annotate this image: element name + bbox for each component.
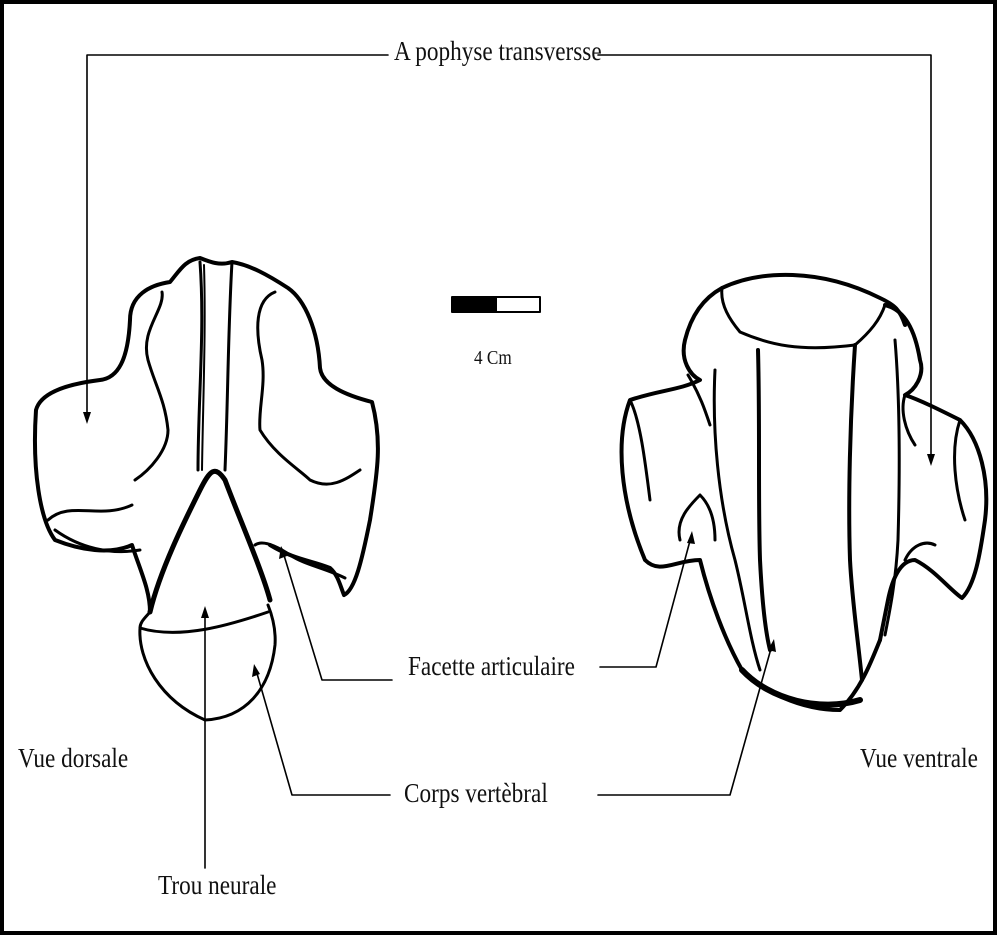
label-vue-ventrale: Vue ventrale bbox=[860, 745, 978, 772]
arrowheads bbox=[83, 412, 935, 677]
arrowhead-corps-left bbox=[252, 664, 260, 677]
label-facette-articulaire: Facette articulaire bbox=[408, 653, 575, 680]
label-vue-dorsale: Vue dorsale bbox=[18, 745, 128, 772]
scale-bar bbox=[452, 297, 540, 312]
arrowhead-apophyse-right bbox=[927, 454, 935, 466]
arrowhead-trou bbox=[201, 606, 209, 618]
apophyse-leader-left bbox=[87, 55, 388, 418]
scale-bar-black bbox=[452, 297, 496, 312]
leader-lines bbox=[87, 55, 931, 868]
arrowhead-facette-right bbox=[687, 531, 695, 544]
facette-leader-left bbox=[283, 552, 392, 680]
label-apophyse-transverse: A pophyse transversse bbox=[394, 38, 602, 65]
label-trou-neurale: Trou neurale bbox=[158, 872, 276, 899]
scale-bar-label: 4 Cm bbox=[474, 348, 512, 368]
corps-leader-left bbox=[256, 670, 390, 795]
label-corps-vertebral: Corps vertèbral bbox=[404, 780, 548, 807]
arrowhead-apophyse-left bbox=[83, 412, 91, 424]
apophyse-leader-right bbox=[598, 55, 931, 460]
scale-bar-white bbox=[496, 297, 540, 312]
